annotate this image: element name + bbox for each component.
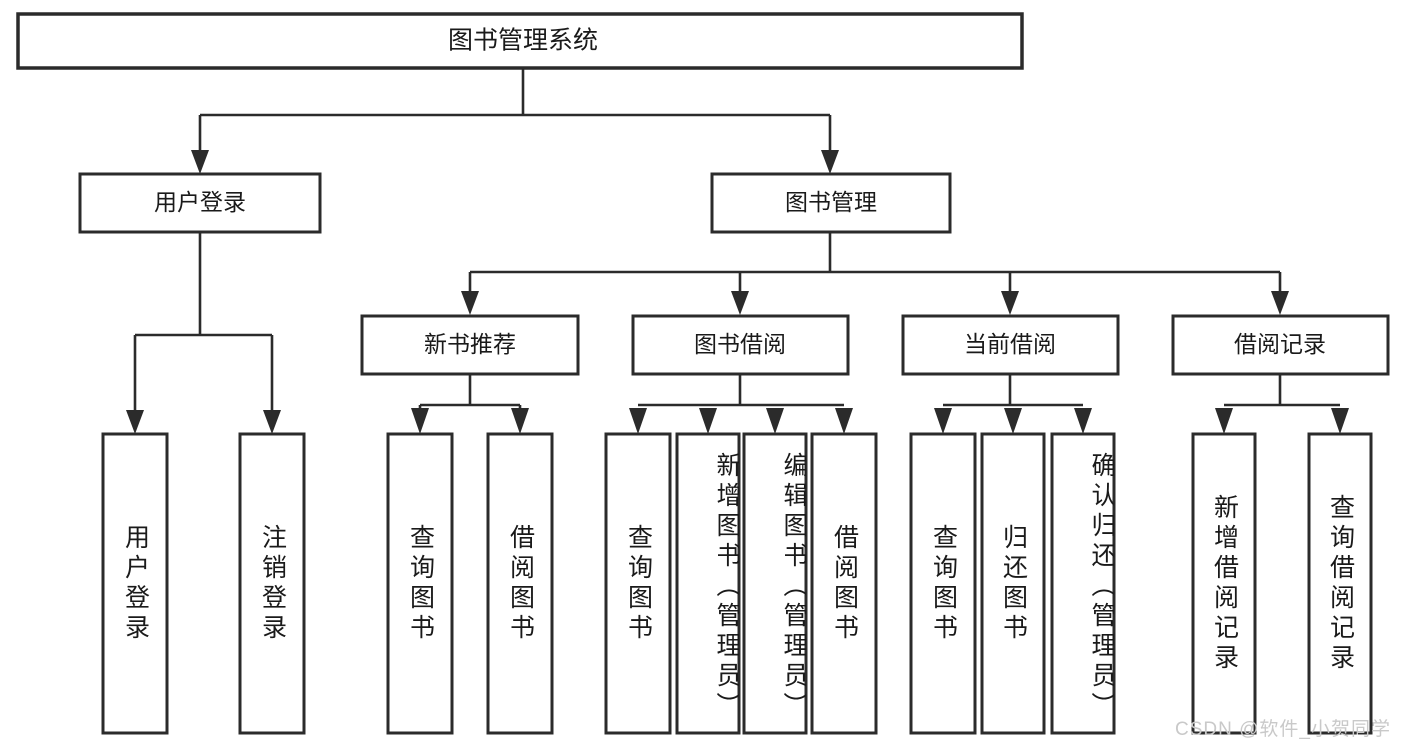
leaf-borrow-book-1-box[interactable]: [486, 432, 554, 735]
leaf-add-book-box[interactable]: [675, 432, 741, 735]
node-user-login-box[interactable]: [78, 172, 322, 234]
leaf-user-logout-box[interactable]: [238, 432, 306, 735]
node-book-borrow-box[interactable]: [631, 314, 850, 376]
node-borrow-record-label: 借阅记录: [1234, 331, 1326, 357]
arrow-head-leaf-add-record: [1215, 408, 1233, 434]
leaf-query-record-box[interactable]: [1307, 432, 1373, 735]
leaf-layer: [101, 432, 1373, 735]
node-borrow-record-box[interactable]: [1171, 314, 1390, 376]
node-book-manage-label: 图书管理: [785, 189, 877, 215]
arrow-head-leaf-edit-book: [766, 408, 784, 434]
node-current-borrow-box[interactable]: [901, 314, 1120, 376]
node-book-borrow[interactable]: 图书借阅: [631, 314, 850, 376]
node-root[interactable]: 图书管理系统: [16, 12, 1024, 70]
arrow-head-new-book: [461, 291, 479, 315]
arrow-head-current-borrow: [1001, 291, 1019, 315]
leaf-edit-book-box[interactable]: [742, 432, 808, 735]
leaf-add-record-box[interactable]: [1191, 432, 1257, 735]
arrow-head-leaf-query-book-1: [411, 408, 429, 434]
arrow-head-borrow-record: [1271, 291, 1289, 315]
leaf-confirm-return-box[interactable]: [1050, 432, 1116, 735]
arrow-head-leaf-add-book: [699, 408, 717, 434]
node-new-book-recommend[interactable]: 新书推荐: [360, 314, 580, 376]
node-user-login[interactable]: 用户登录: [78, 172, 322, 234]
node-book-borrow-label: 图书借阅: [694, 331, 786, 357]
arrow-head-user-login: [191, 150, 209, 174]
arrow-head-leaf-borrow-book-2: [835, 408, 853, 434]
arrow-head-book-borrow: [731, 291, 749, 315]
connector-layer: [126, 68, 1349, 434]
leaf-return-book-box[interactable]: [980, 432, 1046, 735]
arrow-head-book-manage: [821, 150, 839, 174]
leaf-query-book-3-box[interactable]: [909, 432, 977, 735]
leaf-user-login-box[interactable]: [101, 432, 169, 735]
csdn-watermark: CSDN @软件_小贺同学: [1175, 719, 1391, 740]
node-user-login-label: 用户登录: [154, 189, 246, 215]
arrow-head-leaf-return-book: [1004, 408, 1022, 434]
node-borrow-record[interactable]: 借阅记录: [1171, 314, 1390, 376]
arrow-head-leaf-borrow-book-1: [511, 408, 529, 434]
node-new-book-recommend-label: 新书推荐: [424, 331, 516, 357]
arrow-head-leaf-query-book-2: [629, 408, 647, 434]
arrow-head-leaf-confirm-return: [1074, 408, 1092, 434]
node-book-manage-box[interactable]: [710, 172, 952, 234]
leaf-query-book-1-box[interactable]: [386, 432, 454, 735]
node-current-borrow-label: 当前借阅: [964, 331, 1056, 357]
node-new-book-recommend-box[interactable]: [360, 314, 580, 376]
node-root-label: 图书管理系统: [448, 27, 598, 55]
arrow-head-leaf-user-logout: [263, 410, 281, 434]
node-root-box[interactable]: [16, 12, 1024, 70]
leaf-borrow-book-2-box[interactable]: [810, 432, 878, 735]
leaf-query-book-2-box[interactable]: [604, 432, 672, 735]
arrow-head-leaf-user-login: [126, 410, 144, 434]
arrow-head-leaf-query-book-3: [934, 408, 952, 434]
arrow-head-leaf-query-record: [1331, 408, 1349, 434]
node-current-borrow[interactable]: 当前借阅: [901, 314, 1120, 376]
node-book-manage[interactable]: 图书管理: [710, 172, 952, 234]
